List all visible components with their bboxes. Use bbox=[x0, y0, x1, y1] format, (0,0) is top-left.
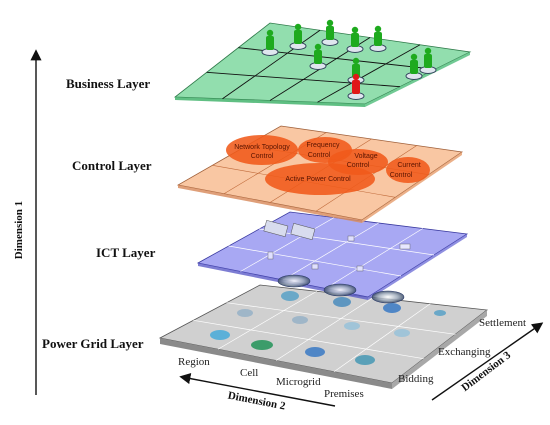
power-grid-layer bbox=[158, 284, 489, 389]
person-icon bbox=[289, 23, 307, 50]
current-label: Current bbox=[397, 162, 420, 169]
network-topology-control-label: Control bbox=[251, 153, 274, 160]
dimension-2-axis: Dimension 2 Region Cell Microgrid Premis… bbox=[178, 356, 364, 413]
dimension-2-item-cell: Cell bbox=[240, 367, 258, 379]
frequency-control-label: Control bbox=[308, 152, 331, 159]
dimension-2-item-microgrid: Microgrid bbox=[276, 376, 321, 388]
dimension-2-label: Dimension 2 bbox=[227, 390, 287, 413]
dimension-1-axis: Dimension 1 bbox=[13, 49, 42, 395]
frequency-label: Frequency bbox=[306, 142, 340, 149]
voltage-control-label: Control bbox=[347, 162, 370, 169]
business-participants bbox=[261, 19, 437, 100]
person-icon bbox=[369, 25, 387, 52]
dimension-3-item-exchanging: Exchanging bbox=[438, 346, 491, 358]
connection-rings bbox=[277, 274, 405, 304]
person-icon bbox=[321, 19, 339, 46]
person-icon bbox=[346, 26, 364, 53]
power-grid-layer-label: Power Grid Layer bbox=[42, 336, 144, 351]
current-control-label: Control bbox=[390, 172, 413, 179]
dimension-2-item-premises: Premises bbox=[324, 388, 364, 400]
control-functions: Network Topology Control Frequency Contr… bbox=[226, 135, 430, 195]
dimension-3-item-bidding: Bidding bbox=[398, 373, 434, 385]
dimension-2-item-region: Region bbox=[178, 356, 210, 368]
ict-equipment bbox=[263, 220, 411, 272]
network-topology-label: Network Topology bbox=[234, 144, 290, 151]
control-layer: Network Topology Control Frequency Contr… bbox=[176, 125, 464, 223]
voltage-label: Voltage bbox=[354, 153, 377, 160]
person-icon bbox=[405, 53, 423, 80]
person-icon bbox=[261, 29, 279, 56]
person-icon bbox=[419, 47, 437, 74]
person-icon-highlighted bbox=[347, 73, 365, 100]
control-layer-label: Control Layer bbox=[72, 158, 152, 173]
active-power-control-label: Active Power Control bbox=[285, 176, 351, 183]
ict-layer bbox=[196, 211, 469, 300]
dimension-1-label: Dimension 1 bbox=[13, 201, 25, 259]
person-icon bbox=[309, 43, 327, 70]
dimension-3-item-settlement: Settlement bbox=[479, 317, 526, 329]
power-grid-assets bbox=[210, 291, 446, 365]
business-layer-label: Business Layer bbox=[66, 76, 150, 91]
ict-layer-label: ICT Layer bbox=[96, 245, 156, 260]
business-layer bbox=[173, 19, 472, 107]
